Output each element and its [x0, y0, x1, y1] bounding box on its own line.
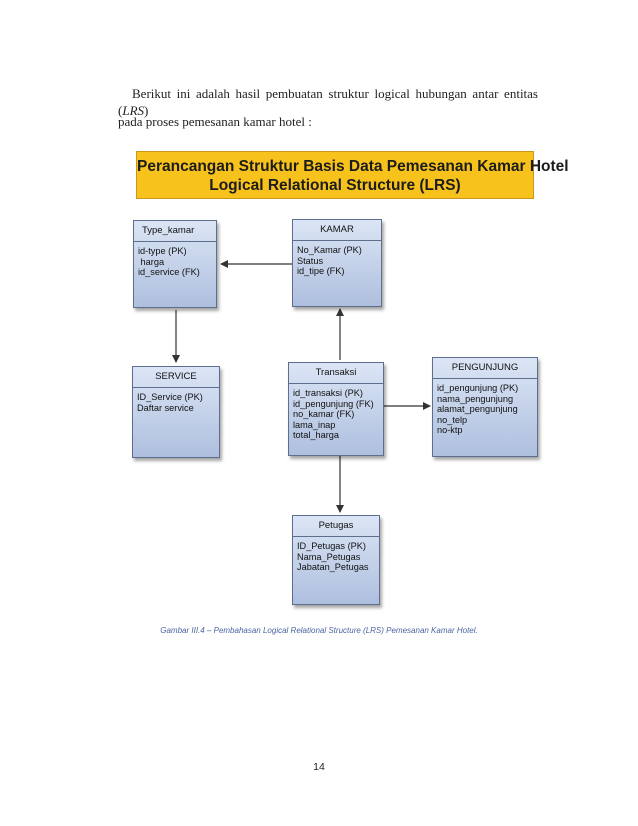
entity-field: Daftar service: [137, 402, 194, 413]
entity-field: No_Kamar (PK): [297, 245, 362, 255]
diagram-title: Perancangan Struktur Basis Data Pemesana…: [136, 151, 569, 199]
entity-field: no_telp: [437, 414, 468, 425]
entity-kamar: KAMAR No_Kamar (PK) Status id_tipe (FK): [292, 219, 382, 307]
entity-field: id-type (PK): [138, 246, 187, 256]
entity-petugas-name: Petugas: [293, 516, 379, 537]
entity-field: lama_inap: [293, 419, 336, 430]
entity-field: id_service (FK): [138, 267, 200, 278]
entity-field: nama_pengunjung: [437, 393, 514, 404]
entity-service: SERVICE ID_Service (PK) Daftar service: [132, 366, 220, 458]
entity-field: alamat_pengunjung: [437, 404, 518, 415]
entity-type-kamar: Type_kamar id-type (PK) harga id_service…: [133, 220, 217, 308]
entity-field: total_harga: [293, 430, 339, 441]
diagram-title-line-1: Perancangan Struktur Basis Data Pemesana…: [137, 158, 569, 175]
paragraph-line-1: Berikut ini adalah hasil pembuatan struk…: [118, 86, 538, 118]
entity-transaksi-name: Transaksi: [289, 363, 383, 384]
entity-field: ID_Service (PK): [137, 392, 203, 402]
page-number: 14: [313, 761, 325, 773]
diagram-title-line-2: Logical Relational Structure (LRS): [209, 177, 461, 194]
entity-field: ID_Petugas (PK): [297, 541, 366, 551]
entity-field: id_tipe (FK): [297, 266, 345, 277]
entity-field: no_kamar (FK): [293, 409, 355, 420]
entity-field: no-ktp: [437, 425, 463, 436]
entity-kamar-name: KAMAR: [293, 220, 381, 241]
figure-caption: Gambar III.4 – Pembahasan Logical Relati…: [160, 626, 478, 635]
paragraph-line-2: pada proses pemesanan kamar hotel :: [118, 114, 312, 129]
entity-pengunjung-name: PENGUNJUNG: [433, 358, 537, 379]
entity-field: id_pengunjung (PK): [437, 383, 519, 393]
entity-transaksi: Transaksi id_transaksi (PK) id_pengunjun…: [288, 362, 384, 456]
entity-petugas: Petugas ID_Petugas (PK) Nama_Petugas Jab…: [292, 515, 380, 605]
entity-field: harga: [138, 256, 165, 267]
entity-field: Jabatan_Petugas: [297, 562, 369, 573]
entity-field: Status: [297, 255, 324, 266]
entity-field: id_transaksi (PK): [293, 388, 363, 398]
entity-type-kamar-name: Type_kamar: [134, 221, 216, 242]
entity-field: id_pengunjung (FK): [293, 398, 374, 409]
entity-field: Nama_Petugas: [297, 551, 361, 562]
entity-pengunjung: PENGUNJUNG id_pengunjung (PK) nama_pengu…: [432, 357, 538, 457]
entity-service-name: SERVICE: [133, 367, 219, 388]
lrs-emphasis: LRS: [122, 103, 145, 118]
